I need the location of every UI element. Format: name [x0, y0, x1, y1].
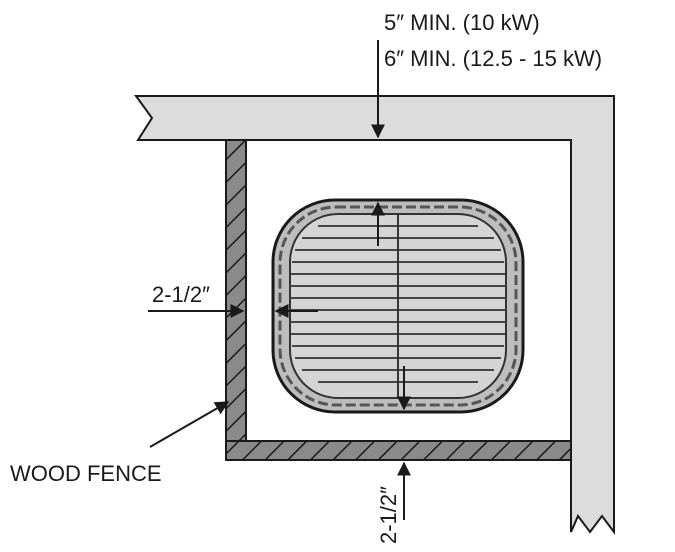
heater-unit [271, 198, 525, 414]
wood-fence-leader [149, 401, 230, 448]
bottom-clearance-label: 2-1/2″ [376, 486, 401, 544]
wood-fence-bottom [225, 440, 572, 461]
top-clearance-label-line1: 5″ MIN. (10 kW) [384, 10, 540, 35]
top-clearance-label-line2: 6″ MIN. (12.5 - 15 kW) [384, 46, 602, 71]
wood-fence-label: WOOD FENCE [10, 461, 162, 486]
wood-fence-left [225, 139, 247, 461]
left-clearance-label: 2-1/2″ [152, 282, 210, 307]
building-wall [134, 95, 615, 535]
